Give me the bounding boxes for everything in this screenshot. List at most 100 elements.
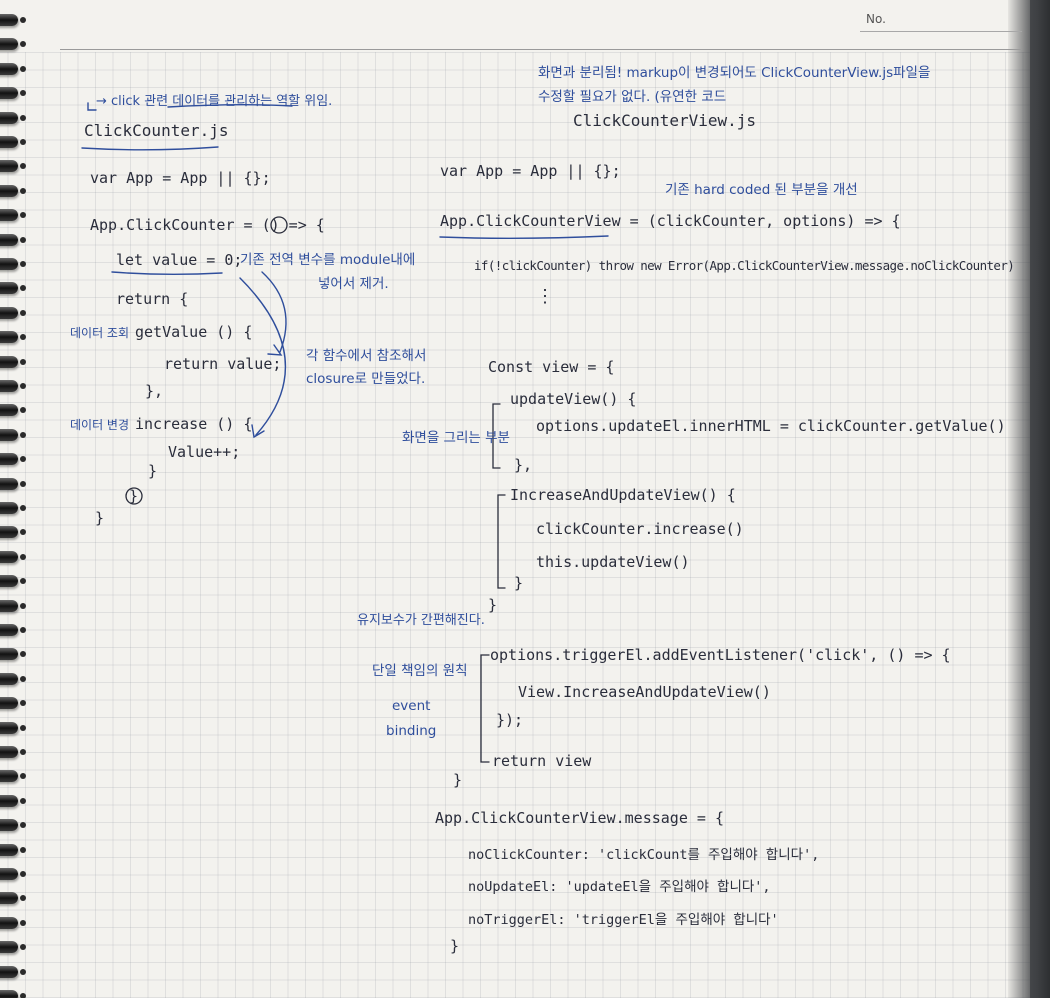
- binding-hole: [20, 309, 26, 316]
- maintenance-note: 유지보수가 간편해진다.: [357, 613, 485, 628]
- code-line: App.ClickCounterView = (clickCounter, op…: [440, 212, 901, 230]
- data-read-note: 데이터 조회: [70, 326, 130, 340]
- binding-hole: [20, 602, 26, 609]
- let-underline: [111, 271, 223, 275]
- spiral-coil: [0, 355, 18, 368]
- spiral-coil: [0, 746, 18, 758]
- spiral-coil: [0, 502, 18, 514]
- binding-hole: [20, 700, 26, 707]
- binding-hole: [20, 90, 26, 97]
- spiral-coil: [0, 233, 18, 246]
- separation-note: 화면과 분리됨! markup이 변경되어도 ClickCounterView.…: [538, 65, 931, 81]
- code-line: var App = App || {};: [440, 162, 621, 180]
- binding-hole: [20, 358, 26, 365]
- code-line: return {: [116, 290, 189, 308]
- spiral-coil: [0, 672, 18, 685]
- binding-hole: [20, 846, 26, 853]
- binding-hole: [20, 431, 26, 438]
- binding-hole: [20, 529, 26, 536]
- closure-note: closure로 만들었다.: [306, 371, 426, 387]
- hardcoded-note: 기존 hard coded 된 부분을 개선: [665, 182, 858, 198]
- code-line: return view: [492, 752, 592, 770]
- spiral-coil: [0, 404, 18, 417]
- binding-hole: [20, 773, 26, 780]
- data-change-note: 데이터 변경: [70, 418, 130, 432]
- page-edge-shadow: [1008, 0, 1050, 998]
- code-line: }: [129, 487, 139, 505]
- code-line: },: [514, 456, 533, 474]
- spiral-coil: [0, 599, 18, 612]
- binding-hole: [20, 383, 26, 389]
- code-line: if(!clickCounter) throw new Error(App.Cl…: [474, 258, 1015, 273]
- code-line: increase () {: [135, 415, 253, 433]
- binding-hole: [20, 407, 26, 414]
- note-bracket: [87, 102, 97, 111]
- global-var-note: 넣어서 제거.: [318, 276, 389, 292]
- spiral-coil: [0, 965, 18, 978]
- spiral-coil: [0, 428, 18, 441]
- binding-hole: [20, 627, 26, 633]
- binding-hole: [20, 968, 26, 975]
- spiral-coil: [0, 209, 18, 222]
- file-title-clickcounterview: ClickCounterView.js: [573, 111, 757, 130]
- binding-hole: [20, 65, 26, 72]
- spiral-coil: [0, 575, 18, 588]
- binding-hole: [20, 724, 26, 731]
- closure-note: 각 함수에서 참조해서: [306, 348, 427, 364]
- event-note: event: [392, 698, 431, 714]
- code-line: options.triggerEl.addEventListener('clic…: [490, 646, 951, 664]
- ellipsis: ⋮: [536, 286, 554, 307]
- code-line: let value = 0;: [116, 251, 243, 269]
- binding-hole: [20, 822, 26, 829]
- spiral-coil: [0, 331, 18, 344]
- spiral-coil: [0, 770, 18, 783]
- closure-arrow-1-head: [267, 344, 283, 356]
- spiral-coil: [0, 526, 18, 539]
- spiral-coil: [0, 136, 18, 148]
- spiral-coil: [0, 62, 18, 75]
- binding-hole: [20, 553, 26, 560]
- srp-note: 단일 책임의 원칙: [372, 663, 468, 679]
- code-line: noTriggerEl: 'triggerEl을 주입해야 합니다': [468, 912, 779, 928]
- code-line: return value;: [164, 355, 282, 373]
- code-line: updateView() {: [510, 390, 637, 408]
- brace-circle-2: [125, 487, 143, 505]
- binding-hole: [20, 871, 26, 877]
- binding-hole: [20, 919, 26, 926]
- spiral-coil: [0, 477, 18, 490]
- code-line: }: [488, 596, 498, 614]
- code-line: }: [148, 462, 158, 480]
- code-line: IncreaseAndUpdateView() {: [510, 486, 736, 504]
- binding-hole: [20, 480, 26, 487]
- spiral-coil: [0, 160, 18, 173]
- paper-header-area: [0, 0, 1030, 52]
- code-line: }: [514, 574, 524, 592]
- binding-hole: [20, 797, 26, 804]
- code-line: });: [496, 711, 524, 729]
- update-view-brace: [492, 403, 501, 469]
- code-line: }: [450, 937, 460, 955]
- binding-hole: [20, 261, 26, 267]
- view-underline: [439, 235, 609, 239]
- spiral-coil: [0, 38, 18, 51]
- binding-hole: [20, 505, 26, 511]
- spiral-coil: [0, 794, 18, 807]
- spiral-coil: [0, 453, 18, 466]
- brace-circle-1: [270, 216, 288, 234]
- spiral-coil: [0, 941, 18, 954]
- event-binding-brace: [480, 654, 490, 763]
- code-line: }: [95, 509, 105, 527]
- delegation-note: → click 관련 데이터를 관리하는 역할 위임.: [96, 94, 333, 109]
- spiral-coil: [0, 916, 18, 929]
- binding-hole: [20, 675, 26, 682]
- code-line: this.updateView(): [536, 553, 690, 571]
- spiral-coil: [0, 14, 18, 26]
- spiral-coil: [0, 990, 18, 998]
- page-number-label: No.: [866, 12, 886, 26]
- spiral-coil: [0, 550, 18, 563]
- header-rule: [60, 49, 1022, 50]
- binding-hole: [20, 139, 26, 145]
- spiral-coil: [0, 721, 18, 734]
- spiral-coil: [0, 843, 18, 856]
